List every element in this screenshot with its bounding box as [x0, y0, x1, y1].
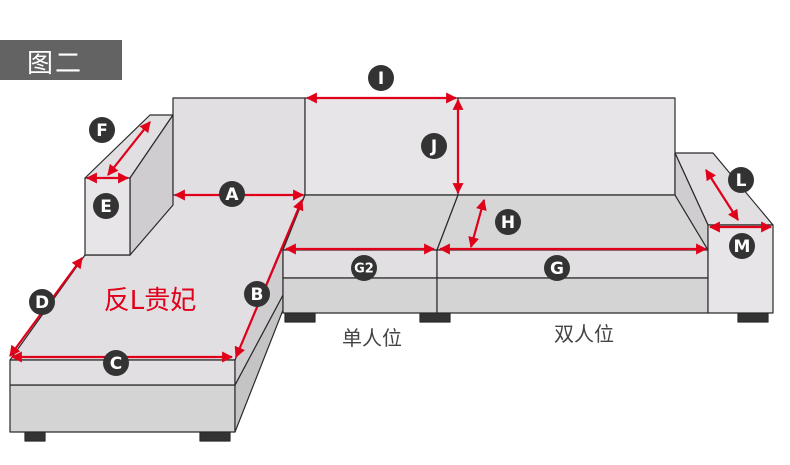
marker-j-letter: J — [430, 137, 437, 157]
marker-b-letter: B — [251, 285, 264, 305]
marker-e-letter: E — [100, 197, 112, 217]
marker-g2 — [351, 255, 377, 281]
marker-m — [729, 233, 755, 259]
marker-c-letter: C — [110, 354, 122, 374]
single-seat-label: 单人位 — [342, 326, 402, 350]
marker-a-letter: A — [225, 185, 239, 205]
marker-g-letter: G — [550, 259, 564, 279]
marker-a — [219, 181, 245, 207]
single-base — [282, 277, 438, 314]
dimension-arrow-h — [468, 198, 487, 249]
marker-b — [244, 281, 270, 307]
single-seat-top — [282, 194, 459, 251]
marker-f — [89, 117, 115, 143]
marker-l — [728, 167, 754, 193]
sofa-foot — [24, 431, 46, 442]
marker-d — [29, 289, 55, 315]
title-badge — [0, 40, 122, 80]
diagram-title: 图二 — [27, 49, 84, 79]
chaise-type-label: 反L贵妃 — [104, 286, 197, 316]
double-seat-label: 双人位 — [554, 322, 614, 346]
marker-g — [544, 255, 570, 281]
double-seat-front — [436, 249, 709, 279]
sofa-foot — [199, 431, 231, 442]
marker-h-letter: H — [501, 213, 515, 233]
marker-c — [103, 350, 129, 376]
marker-e — [93, 193, 119, 219]
marker-d-letter: D — [35, 293, 49, 313]
marker-l-letter: L — [736, 171, 747, 191]
dimension-arrow-l — [705, 169, 739, 221]
marker-h — [495, 209, 521, 235]
marker-i-letter: I — [378, 69, 384, 89]
sofa-foot — [419, 312, 451, 323]
double-base — [436, 277, 709, 314]
dimension-arrow-b — [234, 198, 304, 359]
sofa-foot — [284, 312, 316, 323]
sofa-foot — [737, 312, 769, 323]
marker-j — [421, 133, 447, 159]
marker-f-letter: F — [96, 121, 108, 141]
chaise-back-cushion — [172, 97, 306, 196]
marker-i — [368, 65, 394, 91]
marker-g2-letter: G2 — [354, 262, 374, 277]
double-back-cushion — [457, 97, 676, 196]
dimension-arrow-f — [107, 121, 151, 176]
marker-m-letter: M — [734, 237, 751, 257]
chaise-base-front — [9, 384, 236, 433]
